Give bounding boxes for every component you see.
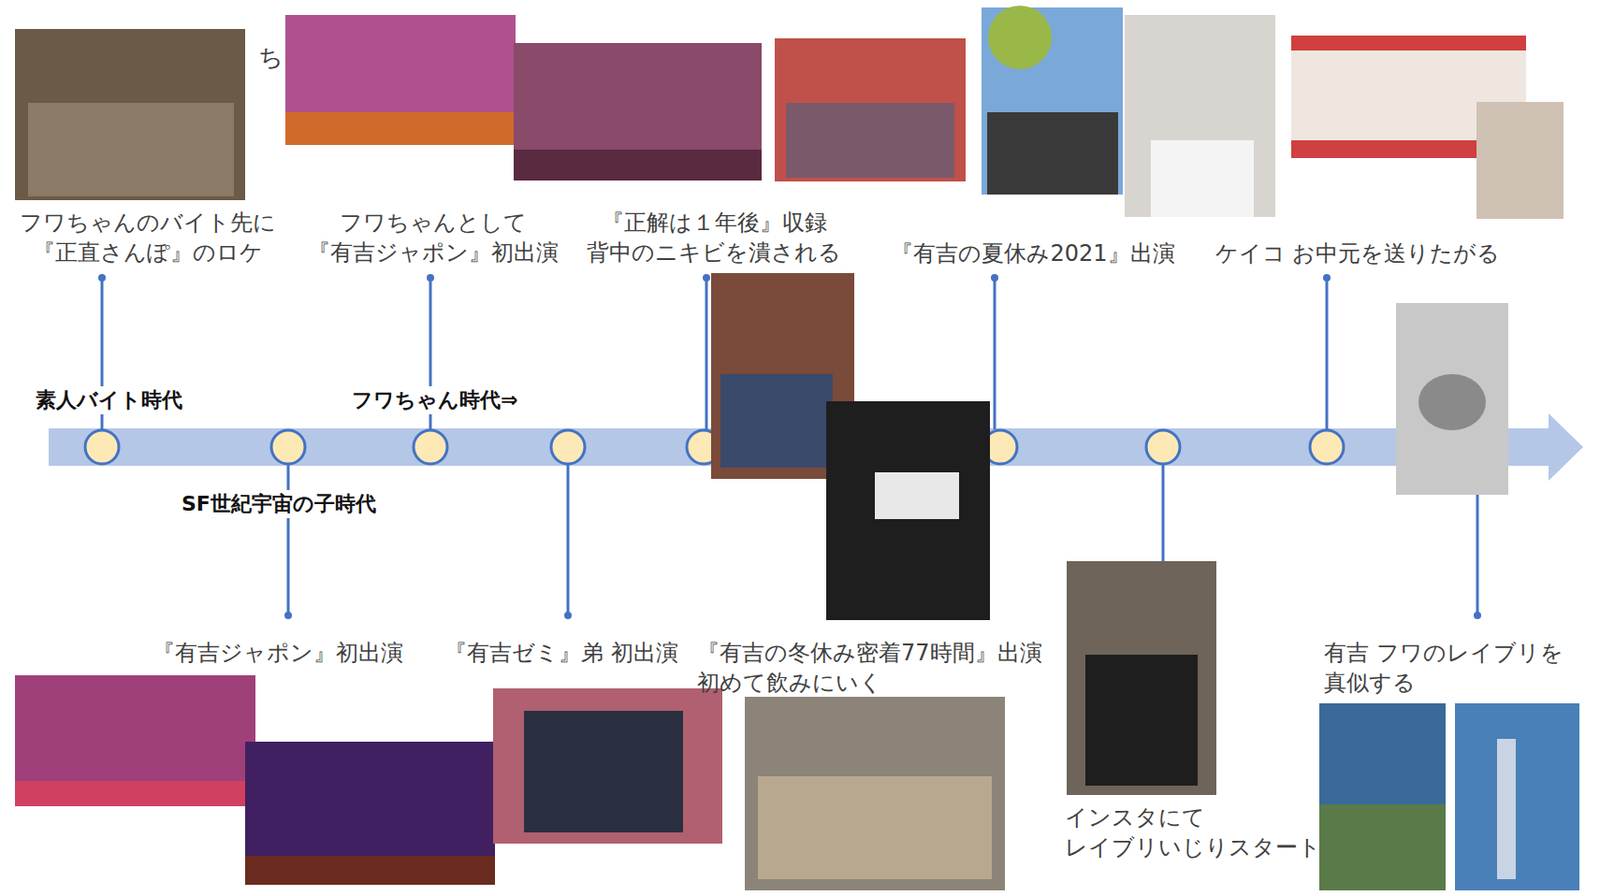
leader-dots [98, 274, 1482, 620]
caption: 『有吉ジャポン』初出演 [152, 638, 404, 669]
caption: 有吉 フワのレイブリを 真似する [1323, 638, 1579, 699]
caption: ケイコ お中元を送りたがる [1215, 238, 1501, 269]
caption: ち [258, 41, 284, 74]
caption: 『有吉の夏休み2021』出演 [890, 238, 1175, 269]
era-label: SF世紀宇宙の子時代 [177, 490, 380, 519]
caption: 『有吉ゼミ』弟 初出演 [444, 638, 679, 669]
era-label: 素人バイト時代 [31, 386, 187, 415]
era-label: フワちゃん時代⇒ [348, 386, 522, 415]
caption: フワちゃんとして 『有吉ジャポン』初出演 [297, 207, 569, 269]
caption: 『有吉の冬休み密着77時間』出演 初めて飲みにいく [697, 638, 1058, 699]
caption: インスタにて レイブリいじりスタート [1064, 802, 1318, 864]
caption: 『正解は１年後』収録 背中のニキビを潰される [578, 207, 850, 269]
photos [14, 5, 1580, 891]
timeline-arrowhead [1548, 413, 1584, 481]
caption: フワちゃんのバイト先に 『正直さんぽ』のロケ [12, 207, 284, 269]
